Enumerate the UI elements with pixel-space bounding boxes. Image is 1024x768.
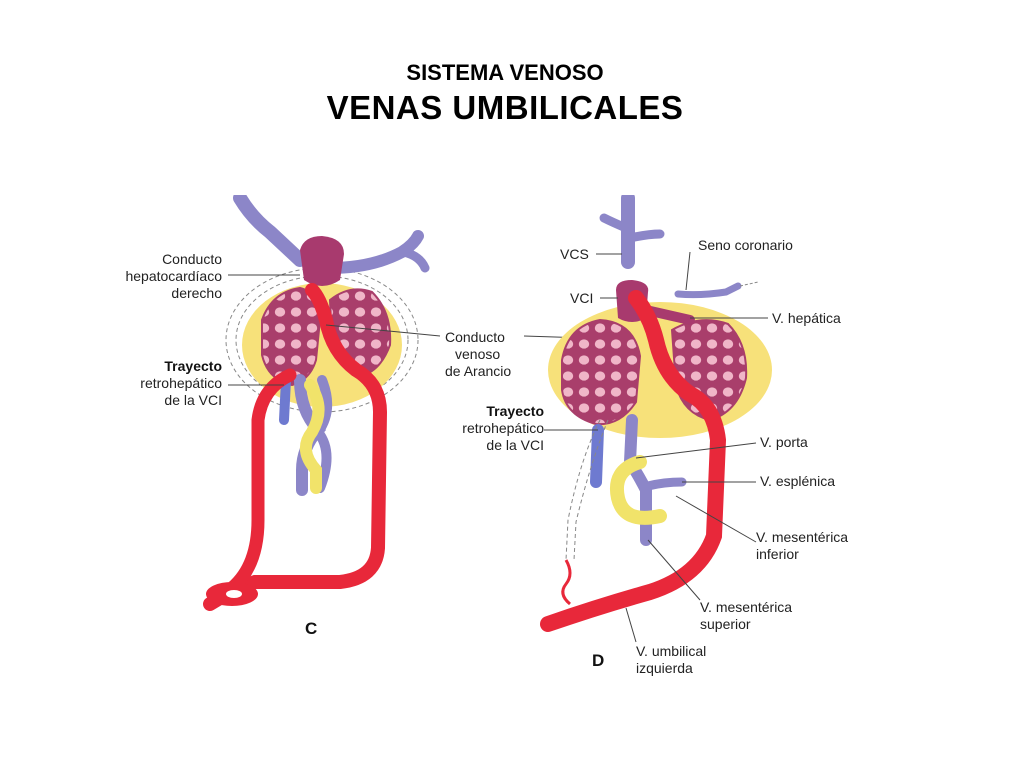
gut-c (300, 379, 325, 494)
gut-d (610, 455, 667, 525)
label-arancio-1: Conducto (445, 329, 505, 345)
esplenica-d (643, 477, 687, 491)
ligament-d (561, 559, 572, 606)
cardinal-vein-c-right-branch (399, 247, 430, 273)
label-arancio-3: de Arancio (445, 363, 511, 379)
vci-d-segment (590, 424, 604, 488)
seno-coronario-dashed (739, 281, 759, 287)
label-d-mes-inf-2: inferior (756, 546, 799, 562)
label-d-mes-sup-1: V. mesentérica (700, 599, 792, 615)
label-d-esplenica: V. esplénica (760, 473, 835, 489)
label-d-trayecto-2: retrohepático (462, 420, 544, 436)
label-d-seno: Seno coronario (698, 237, 793, 253)
label-d-trayecto-3: de la VCI (486, 437, 544, 453)
label-d-vci: VCI (570, 290, 593, 306)
label-c-conducto-3: derecho (171, 285, 222, 301)
sinusoids-d-left (561, 318, 642, 426)
vci-c-segment (279, 375, 291, 425)
leader-d-porta (635, 442, 757, 459)
label-d-hepatica: V. hepática (772, 310, 841, 326)
label-c-trayecto-2: retrohepático (140, 375, 222, 391)
vcs-d-branch-r (625, 229, 665, 243)
vcs-d-branch-l (599, 213, 631, 233)
title-block: SISTEMA VENOSO VENAS UMBILICALES (0, 58, 1010, 128)
label-c-trayecto-3: de la VCI (164, 392, 222, 408)
venous-diagram: Conducto hepatocardíaco derecho Trayecto… (125, 195, 848, 676)
label-d-mes-sup-2: superior (700, 616, 751, 632)
liver-outline-c-outer (225, 267, 419, 413)
label-d-trayecto-1: Trayecto (486, 403, 544, 419)
label-c-trayecto-1: Trayecto (164, 358, 222, 374)
label-c-conducto-2: hepatocardíaco (125, 268, 222, 284)
leader-d-seno (685, 251, 691, 291)
label-d-mes-inf-1: V. mesentérica (756, 529, 848, 545)
label-c-conducto-1: Conducto (162, 251, 222, 267)
panel-label-c: C (305, 619, 317, 638)
label-d-porta: V. porta (760, 434, 808, 450)
umbilical-dashed-d-1 (565, 419, 601, 561)
label-d-vcs: VCS (560, 246, 589, 262)
liver-outline-c-inner (235, 275, 409, 405)
sinus-venosus-c (300, 236, 344, 286)
leader-arancio (325, 324, 441, 337)
leader-d-mes-inf (675, 495, 757, 543)
umbilical-vein-c-left (225, 368, 297, 595)
umbilical-vein-d (540, 290, 727, 632)
diagram-figure: Conducto hepatocardíaco derecho Trayecto… (90, 195, 920, 705)
leader-d-mes-sup (647, 539, 701, 601)
label-arancio-2: venoso (455, 346, 500, 362)
page-subtitle: SISTEMA VENOSO (406, 60, 604, 85)
panel-d-drawing (540, 195, 772, 643)
page-title: VENAS UMBILICALES (326, 89, 684, 126)
cardinal-vein-c-left (233, 195, 307, 267)
umbilical-vein-c (203, 283, 388, 611)
seno-coronario-d (674, 282, 742, 299)
label-d-umb-2: izquierda (636, 660, 693, 676)
label-d-umb-1: V. umbilical (636, 643, 706, 659)
panel-label-d: D (592, 651, 604, 670)
umbilical-ring-c-hole (226, 590, 242, 598)
leader-d-umb (625, 607, 637, 643)
panel-c-drawing (203, 195, 647, 611)
